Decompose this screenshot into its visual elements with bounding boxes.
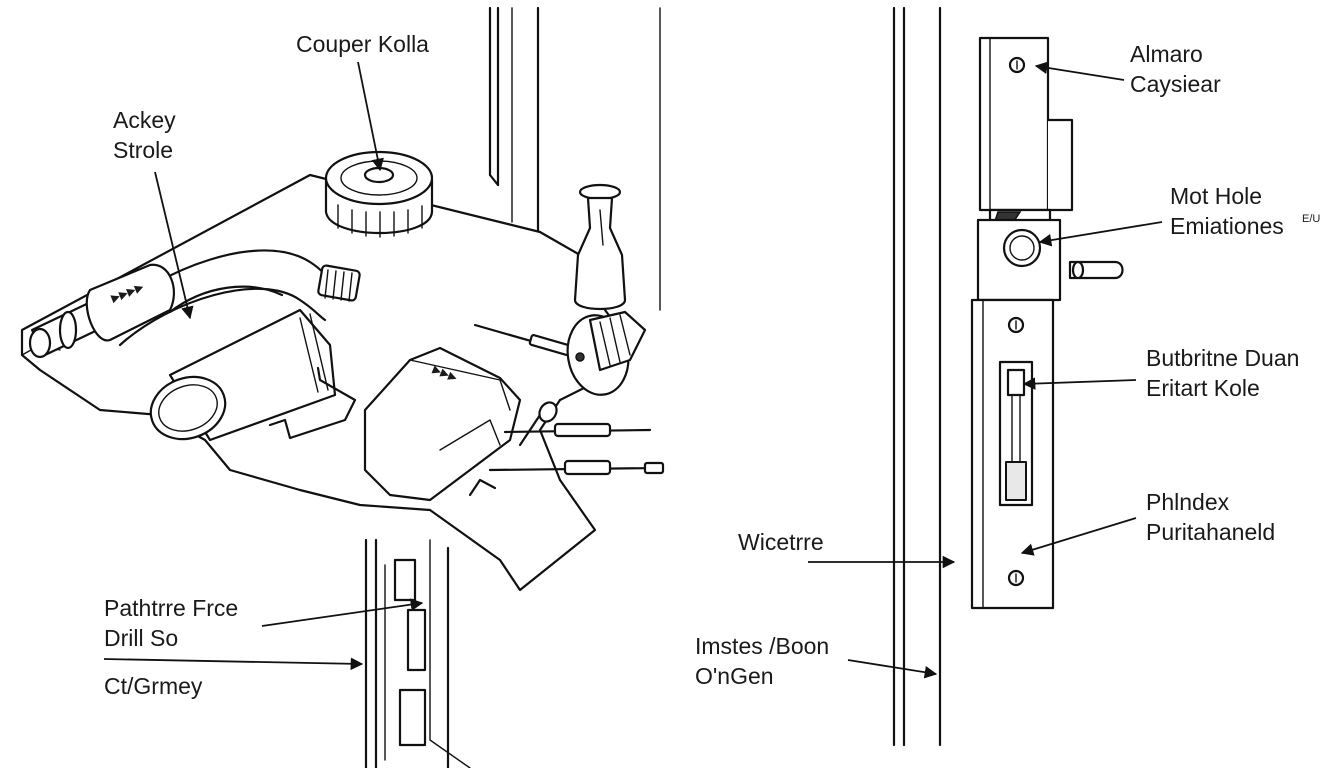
label-butbritne-line2: Eritart Kole: [1146, 375, 1260, 401]
label-mot-hole: Mot Hole Emiationes E/U: [1038, 183, 1320, 247]
label-butbritne-line1: Butbritne Duan: [1146, 345, 1299, 371]
label-ct-grmey-text: Ct/Grmey: [104, 673, 203, 699]
label-couper-kolla: Couper Kolla: [296, 31, 429, 172]
left-assembly: ▶▶▶▶ ▶▶▶: [20, 6, 665, 768]
cylinder-tube: [149, 308, 337, 442]
drill-bit-upper: [503, 401, 652, 447]
hose-fitting: [317, 264, 361, 302]
label-phlndex: Phlndex Puritahaneld: [1020, 489, 1275, 556]
label-mot-hole-line1: Mot Hole: [1170, 183, 1262, 209]
label-ackey-strole: Ackey Strole: [113, 107, 194, 320]
bottle: [573, 183, 627, 310]
upper-plate: [978, 36, 1074, 227]
label-imstes: Imstes /Boon O'nGen: [695, 633, 938, 689]
drill-bit-lower: [468, 459, 665, 497]
label-ackey-strole-line1: Ackey: [113, 107, 176, 133]
label-phlndex-line1: Phlndex: [1146, 489, 1230, 515]
label-imstes-line1: Imstes /Boon: [695, 633, 829, 659]
drill-handle: ▶▶▶▶: [28, 263, 175, 359]
label-mot-hole-line2: Emiationes: [1170, 213, 1284, 239]
bracket: [268, 366, 357, 440]
lower-jamb: [364, 538, 471, 768]
label-wicetrre: Wicetrre: [738, 529, 956, 569]
label-mot-hole-sup: E/U: [1302, 213, 1320, 225]
label-almaro: Almaro Caysiear: [1034, 41, 1221, 97]
screwdriver: [473, 310, 647, 396]
right-assembly: [892, 6, 1124, 747]
label-ct-grmey: Ct/Grmey: [104, 673, 203, 699]
door-edge-lines: [892, 6, 942, 747]
label-imstes-line2: O'nGen: [695, 663, 774, 689]
label-pathtrre-line1: Pathtrre Frce: [104, 595, 238, 621]
label-couper-kolla-text: Couper Kolla: [296, 31, 429, 57]
label-almaro-line1: Almaro: [1130, 41, 1203, 67]
label-butbritne: Butbritne Duan Eritart Kole: [1022, 345, 1299, 401]
door-frame-left: [488, 6, 661, 311]
lower-plate: [970, 298, 1055, 610]
label-pathtrre-line2: Drill So: [104, 625, 178, 651]
drill-pad: ▶▶▶: [363, 346, 522, 502]
label-phlndex-line2: Puritahaneld: [1146, 519, 1275, 545]
label-pathtrre: Pathtrre Frce Drill So: [103, 595, 424, 671]
label-wicetrre-text: Wicetrre: [738, 529, 824, 555]
label-almaro-line2: Caysiear: [1130, 71, 1221, 97]
label-ackey-strole-line2: Strole: [113, 137, 173, 163]
